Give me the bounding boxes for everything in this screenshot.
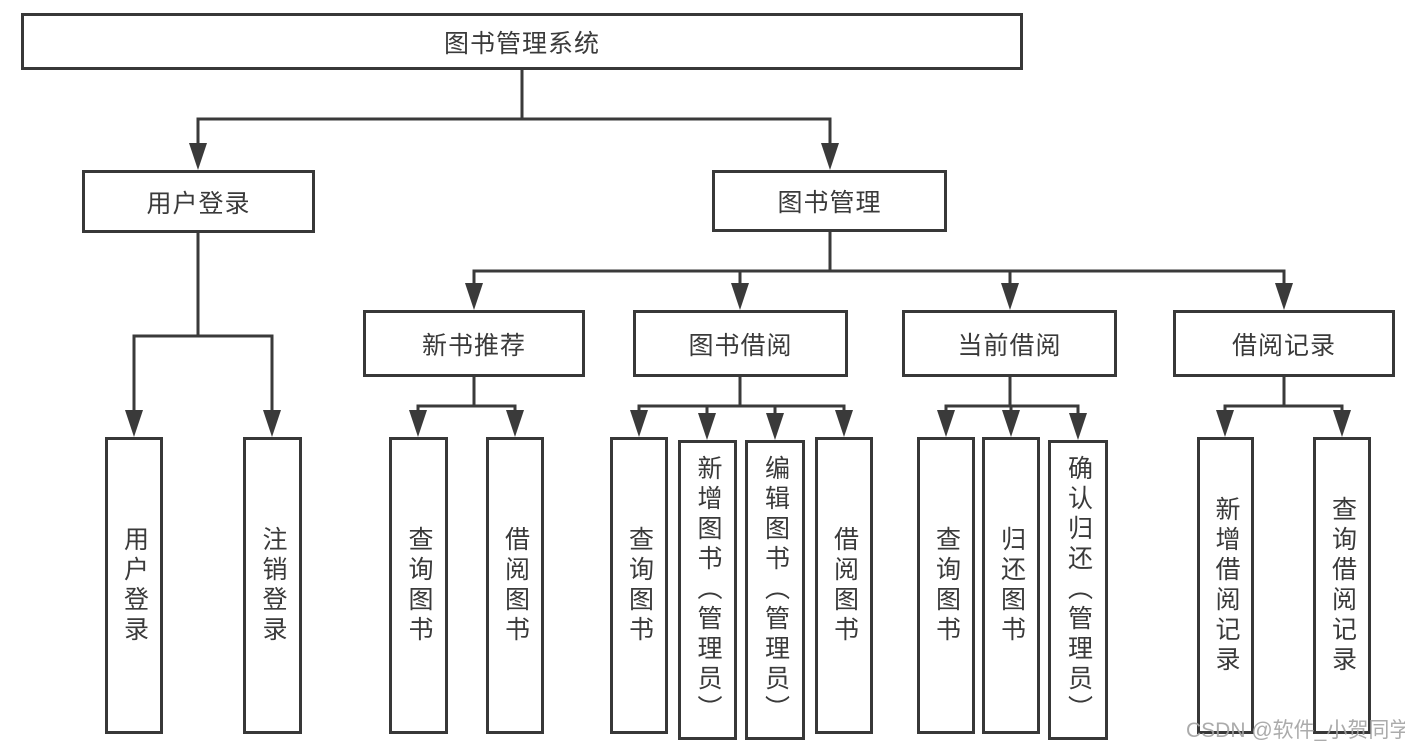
leaf-borrow-books-label: 借阅图书 (830, 525, 859, 646)
leaf-borrow-books: 借阅图书 (815, 437, 873, 734)
node-book-borrow-label: 图书借阅 (688, 331, 793, 360)
leaf-add-borrow-record-label: 新增借阅记录 (1212, 495, 1240, 676)
leaf-query-borrow-record-label: 查询借阅记录 (1328, 495, 1357, 676)
leaf-recommend-borrow-books-label: 借阅图书 (501, 525, 530, 646)
leaf-confirm-return-admin: 确认归还（管理员） (1048, 440, 1108, 740)
node-user-login-label: 用户登录 (146, 189, 251, 218)
node-user-login: 用户登录 (82, 170, 315, 233)
node-root-system: 图书管理系统 (21, 13, 1023, 70)
leaf-query-borrow-record: 查询借阅记录 (1313, 437, 1371, 734)
leaf-borrow-query-books: 查询图书 (610, 437, 668, 734)
leaf-confirm-return-admin-label: 确认归还（管理员） (1064, 455, 1093, 725)
leaf-logout: 注销登录 (243, 437, 302, 734)
leaf-current-query-books-label: 查询图书 (932, 525, 961, 646)
leaf-return-books: 归还图书 (982, 437, 1040, 734)
node-borrow-records-label: 借阅记录 (1231, 331, 1336, 360)
leaf-recommend-query-books-label: 查询图书 (405, 525, 433, 646)
leaf-recommend-query-books: 查询图书 (389, 437, 448, 734)
leaf-edit-books-admin-label: 编辑图书（管理员） (761, 455, 790, 725)
leaf-user-login: 用户登录 (105, 437, 163, 734)
leaf-user-login-label: 用户登录 (120, 525, 149, 646)
leaf-add-books-admin-label: 新增图书（管理员） (694, 455, 722, 725)
node-book-management-label: 图书管理 (777, 189, 882, 217)
leaf-current-query-books: 查询图书 (917, 437, 975, 734)
leaf-add-books-admin: 新增图书（管理员） (678, 440, 737, 740)
node-book-borrow: 图书借阅 (633, 310, 848, 377)
leaf-recommend-borrow-books: 借阅图书 (486, 437, 544, 734)
leaf-logout-label: 注销登录 (259, 525, 287, 646)
leaf-add-borrow-record: 新增借阅记录 (1197, 437, 1254, 734)
node-current-borrow-label: 当前借阅 (957, 331, 1062, 360)
node-book-management: 图书管理 (712, 170, 947, 232)
node-current-borrow: 当前借阅 (902, 310, 1117, 377)
leaf-edit-books-admin: 编辑图书（管理员） (745, 440, 805, 740)
node-root-system-label: 图书管理系统 (443, 29, 600, 58)
watermark: CSDN @软件_小贺同学 (1186, 719, 1405, 742)
leaf-borrow-query-books-label: 查询图书 (625, 525, 654, 646)
node-borrow-records: 借阅记录 (1173, 310, 1395, 377)
leaf-return-books-label: 归还图书 (997, 525, 1026, 646)
node-new-book-recommend: 新书推荐 (363, 310, 585, 377)
node-new-book-recommend-label: 新书推荐 (421, 331, 526, 360)
